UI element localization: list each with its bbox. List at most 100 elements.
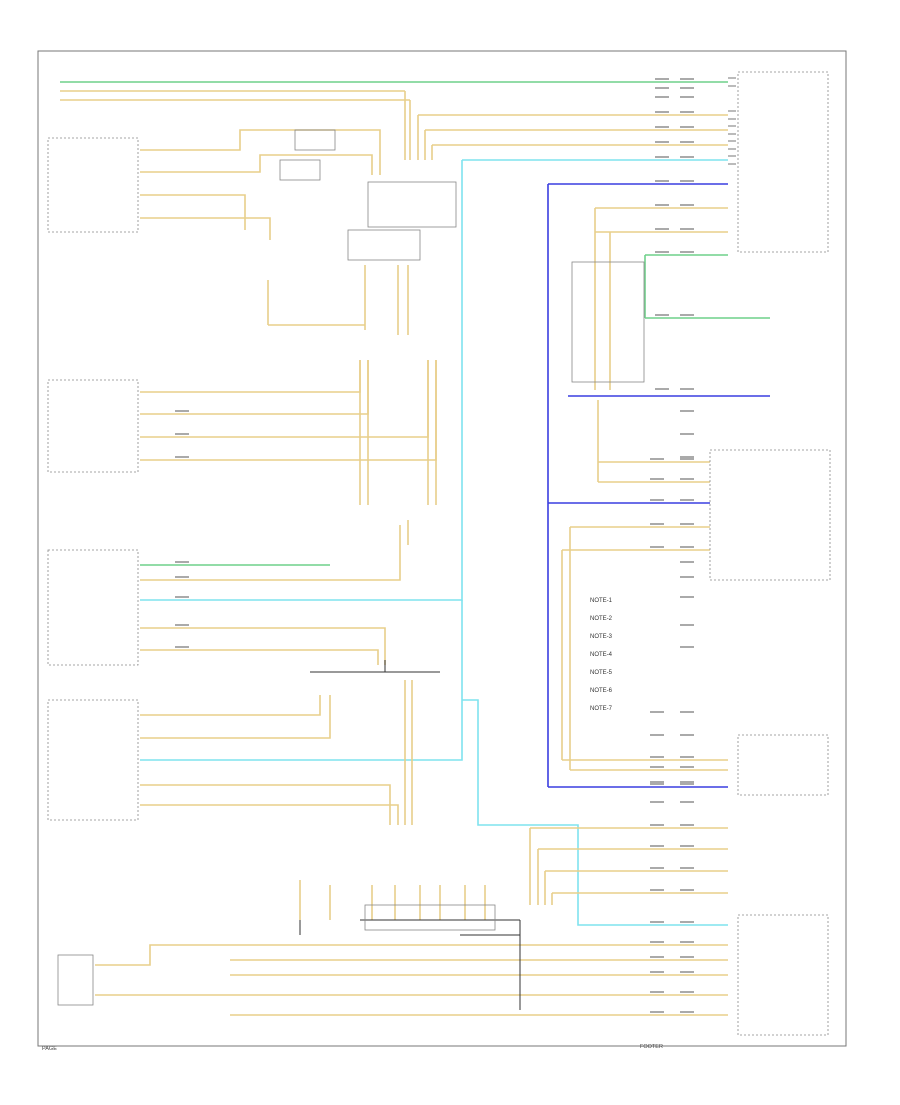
tan-wires <box>60 90 728 1016</box>
green-wires <box>60 81 770 566</box>
wire-label-mark <box>680 783 694 785</box>
left-module-4-box <box>47 699 139 821</box>
wire-label-mark <box>680 410 694 412</box>
wire-label-mark <box>650 499 664 501</box>
wire-label-mark <box>680 204 694 206</box>
wire-label-mark <box>680 111 694 113</box>
wire-label-mark <box>175 596 189 598</box>
wire-label-mark <box>680 561 694 563</box>
cyan-wires <box>140 159 728 926</box>
right-module-4-box <box>737 734 829 796</box>
wire-label-mark <box>680 458 694 460</box>
wire-label-mark <box>650 824 664 826</box>
wire-label-mark <box>680 867 694 869</box>
wire-label-mark <box>650 1011 664 1013</box>
left-module-1-box <box>47 137 139 233</box>
wire-label-mark <box>650 845 664 847</box>
connector-pins <box>728 77 736 165</box>
wire-label-mark <box>650 523 664 525</box>
wire-label-mark <box>680 711 694 713</box>
left-module-3-box <box>47 549 139 666</box>
wire-label-mark <box>650 867 664 869</box>
wire-label-mark <box>680 78 694 80</box>
right-module-5-box <box>737 914 829 1036</box>
wire-label-mark <box>650 756 664 758</box>
wire-label-mark <box>650 458 664 460</box>
wire-label-mark <box>680 889 694 891</box>
wire-label-mark <box>655 228 669 230</box>
wire-label-mark <box>680 845 694 847</box>
wire-label-mark <box>680 781 694 783</box>
splice-box-1 <box>294 129 336 151</box>
wire-label-mark <box>680 251 694 253</box>
wire-label-mark <box>175 410 189 412</box>
wire-label-mark <box>650 781 664 783</box>
bottom-left-module-box <box>57 954 94 1006</box>
footnote-list: NOTE-1NOTE-2NOTE-3NOTE-4NOTE-5NOTE-6NOTE… <box>590 598 613 712</box>
wire-label-mark <box>650 971 664 973</box>
footnote-item: NOTE-4 <box>590 652 613 658</box>
wire-label-mark <box>680 734 694 736</box>
wire-label-mark <box>680 596 694 598</box>
wire-label-mark <box>680 646 694 648</box>
footnote-item: NOTE-7 <box>590 706 613 712</box>
splice-box-2 <box>279 159 321 181</box>
wire-label-mark <box>655 156 669 158</box>
wire-label-mark <box>655 251 669 253</box>
wire-label-mark <box>175 624 189 626</box>
wire-label-mark <box>680 499 694 501</box>
wire-label-mark <box>175 646 189 648</box>
right-module-2-box <box>571 261 645 383</box>
wire-label-mark <box>680 941 694 943</box>
wire-label-mark <box>680 576 694 578</box>
black-wires <box>299 660 521 1010</box>
wire-label-mark <box>680 388 694 390</box>
center-module-top-box <box>367 181 457 228</box>
wire-label-mark <box>680 956 694 958</box>
wire-label-mark <box>680 456 694 458</box>
wire-label-mark <box>680 96 694 98</box>
wire-label-mark <box>650 783 664 785</box>
wire-label-mark <box>650 889 664 891</box>
wire-label-mark <box>655 126 669 128</box>
wire-label-mark <box>680 1011 694 1013</box>
blue-wires <box>547 183 770 788</box>
wire-label-mark <box>680 921 694 923</box>
wire-label-mark <box>680 624 694 626</box>
wire-label-mark <box>650 478 664 480</box>
wire-label-mark <box>680 546 694 548</box>
wire-label-mark <box>655 204 669 206</box>
wire-label-mark <box>650 766 664 768</box>
footnote-item: NOTE-3 <box>590 634 613 640</box>
wire-label-mark <box>680 478 694 480</box>
wire-label-mark <box>650 711 664 713</box>
wire-label-mark <box>680 824 694 826</box>
wire-label-mark <box>175 433 189 435</box>
wire-label-mark <box>680 766 694 768</box>
center-module-mid-box <box>347 229 421 261</box>
wire-label-mark <box>655 141 669 143</box>
wire-label-mark <box>680 156 694 158</box>
footnote-item: NOTE-6 <box>590 688 613 694</box>
wire-label-mark <box>655 388 669 390</box>
wire-label-mark <box>655 78 669 80</box>
wire-label-mark <box>680 180 694 182</box>
wire-label-mark <box>680 801 694 803</box>
bottom-splice-box <box>364 904 496 931</box>
wire-label-mark <box>650 546 664 548</box>
footnote-item: NOTE-2 <box>590 616 613 622</box>
wire-label-mark <box>175 576 189 578</box>
wire-label-mark <box>680 991 694 993</box>
page-footer-right: FOOTER <box>640 1044 663 1050</box>
wire-label-mark <box>650 921 664 923</box>
wire-label-mark <box>650 991 664 993</box>
wire-label-mark <box>650 734 664 736</box>
wire-label-mark <box>650 941 664 943</box>
wire-label-mark <box>175 561 189 563</box>
wire-label-mark <box>655 96 669 98</box>
wire-label-mark <box>680 433 694 435</box>
footnote-item: NOTE-1 <box>590 598 613 604</box>
left-module-2-box <box>47 379 139 473</box>
wire-label-mark <box>655 314 669 316</box>
wire-label-mark <box>650 801 664 803</box>
